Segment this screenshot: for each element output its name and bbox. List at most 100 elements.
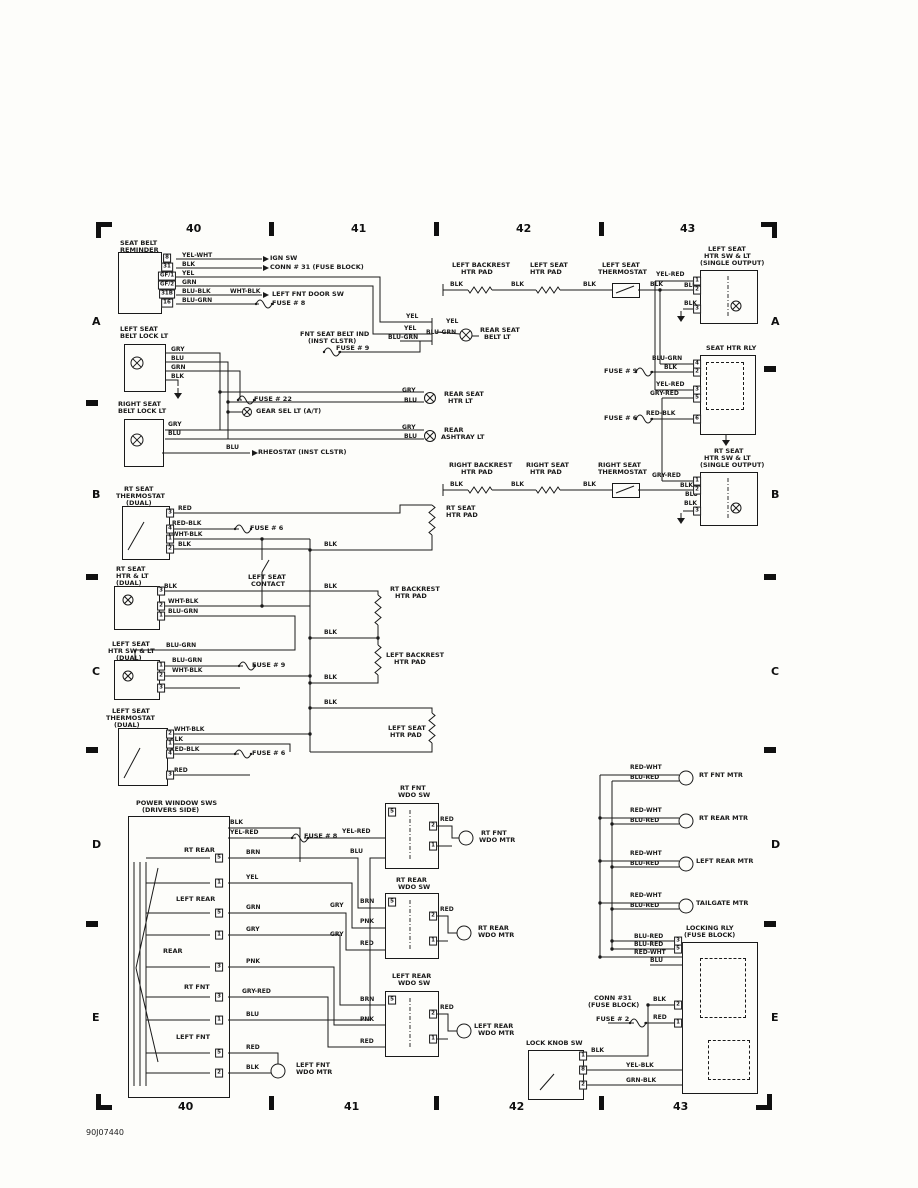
wire [437,915,457,934]
label: RT SEAT [116,565,146,573]
fuse-icon [635,367,653,377]
wire [165,370,242,401]
label: BLU-GRN [172,657,203,664]
component-box [385,893,439,959]
grid-column-number: 42 [516,222,532,235]
pin-number: 1 [579,1051,587,1061]
label: LEFT SEAT [112,640,150,648]
label: SEAT HTR RLY [706,344,757,352]
resistor-symbol [374,644,382,676]
label: CONTACT [251,580,285,588]
fuse-terminal [236,398,240,402]
label: WHT-BLK [230,288,261,295]
registration-mark [761,222,777,227]
pin-number: 2 [166,544,174,554]
label: FUSE # 9 [604,367,638,375]
label: RT REAR [184,846,215,854]
registration-mark [269,1096,274,1110]
label: THERMOSTAT [116,492,165,500]
ground-icon [677,518,685,524]
label: BLK [653,996,667,1003]
label: FUSE # 8 [304,832,338,840]
label: BLU-RED [630,860,660,867]
label: RT SEAT [714,447,744,455]
label: YEL-RED [656,381,685,388]
label: BELT LOCK LT [118,407,167,415]
label: GRY-RED [242,988,271,995]
wire [228,882,385,929]
label: FNT SEAT BELT IND [300,330,370,338]
label: RIGHT SEAT [118,400,161,408]
pin-number: 1 [215,1015,223,1025]
wire [310,625,379,639]
registration-mark [96,1105,112,1110]
label: RT SEAT [446,504,476,512]
motor-symbol [456,925,472,941]
grid-row-letter: C [771,665,780,678]
pin-number: 3 [166,770,174,780]
label: BLK [164,583,178,590]
label: BLU-BLK [182,288,211,295]
junction-dot [308,706,312,710]
fuse-terminal [322,350,326,354]
label: YEL [404,325,417,332]
pin-number: 3 [166,508,174,518]
registration-mark [96,222,101,238]
component-box [128,816,230,1098]
label: BLU [404,397,418,404]
junction-dot [376,636,380,640]
resistor-symbol [535,486,561,494]
registration-mark [434,222,439,236]
wire [228,857,385,1021]
label: BRN [246,849,261,856]
label: HTR PAD [390,731,422,739]
wire [228,912,385,951]
label: CONN # 31 (FUSE BLOCK) [270,263,364,271]
label: LEFT FNT DOOR SW [272,290,344,298]
grid-row-letter: A [92,315,101,328]
resistor-symbol [428,712,436,744]
label: BLU-GRN [388,334,419,341]
label: GRY [171,346,185,353]
label: BLK [684,300,698,307]
fuse-icon [291,833,309,843]
label: GRN-BLK [626,1077,657,1084]
fuse-icon [234,524,252,534]
label: SEAT BELT [120,239,158,247]
resistor-symbol [467,486,493,494]
label: BLK [230,819,244,826]
component-box [612,483,640,498]
pin-number: 2 [579,1080,587,1090]
label: BLK [324,541,338,548]
label: WDO SW [398,979,431,987]
label: RED [440,906,454,913]
pin-number: 5 [388,807,396,817]
label: GRN [246,904,261,911]
label: LEFT SEAT [530,261,568,269]
lamp-cross [132,435,142,445]
junction-dot [610,907,614,911]
label: BLU [650,957,664,964]
label: PNK [246,958,261,965]
pin-number: 5 [674,944,682,954]
lamp-symbol [459,328,473,342]
pin-number: 2 [166,729,174,739]
registration-mark [86,747,98,753]
lamp-cross [124,672,132,680]
fuse-terminal [634,370,638,374]
lamp-cross [732,504,740,512]
pin-number: 3 [157,683,165,693]
pin-number: 2 [429,1009,437,1019]
junction-dot [308,732,312,736]
ground-icon [174,393,182,399]
label: THERMOSTAT [598,468,647,476]
registration-mark [764,921,776,927]
label: HTR & LT [116,572,149,580]
fuse-terminal [634,417,638,421]
label: BLK [324,629,338,636]
component-box [124,419,164,467]
fuse-terminal [253,664,257,668]
junction-dot [308,548,312,552]
wire [310,535,433,551]
